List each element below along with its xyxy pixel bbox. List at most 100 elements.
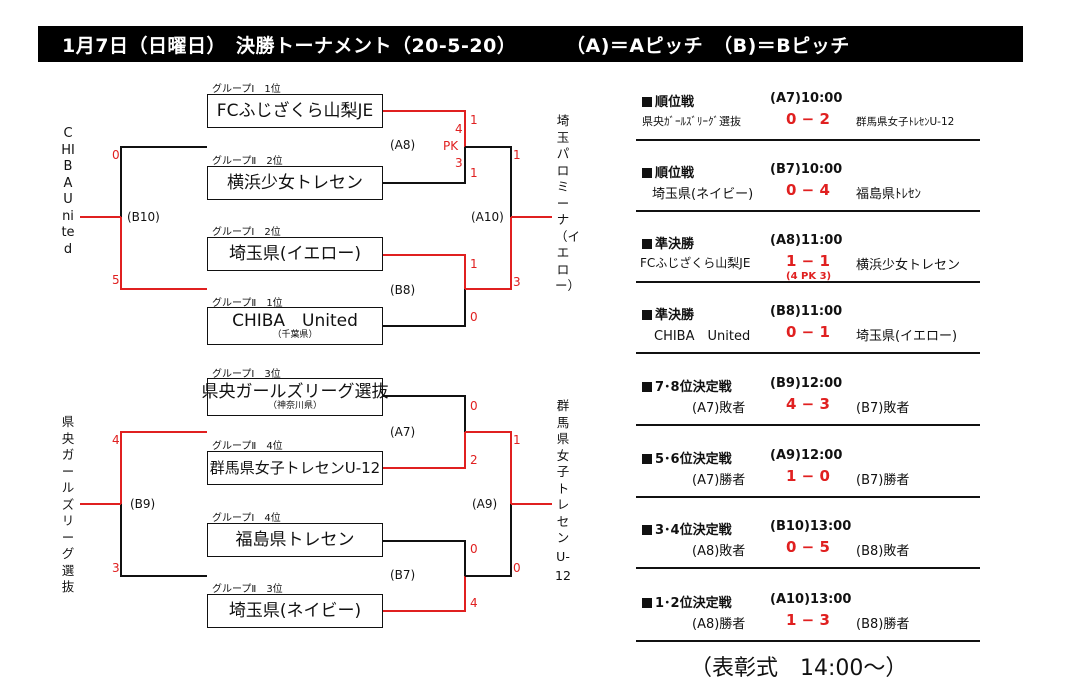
page-title: 1月7日（日曜日） 決勝トーナメント（20-5-20）	[62, 35, 517, 57]
line-b8-bottom	[383, 289, 466, 327]
score-a9-top: 1	[513, 433, 521, 447]
result-row: 準決勝 (B8)11:00 CHIBA United 0 − 1 埼玉県(イエロ…	[636, 304, 980, 354]
vertical-label-gunma: 群馬県女子トレセンU-12	[555, 398, 571, 585]
team-box-chiba-united: CHIBA United （千葉県）	[207, 307, 383, 345]
vertical-label-saitama-paromina: 埼玉パロミーナ（イエロー）	[555, 113, 581, 293]
score-b10-top: 0	[112, 148, 120, 162]
result-home: 県央ｶﾞｰﾙｽﾞﾘｰｸﾞ選抜	[642, 115, 741, 128]
pitch-legend: （A)＝Aピッチ （B)＝Bピッチ	[566, 35, 850, 57]
team-name: 福島県トレセン	[235, 529, 355, 550]
match-code-a7: (A7)	[390, 425, 416, 439]
score-b10-bottom: 5	[112, 273, 120, 287]
team-name: 群馬県女子トレセンU-12	[209, 458, 381, 477]
group-label: グループⅠ 3位	[212, 369, 281, 380]
result-row: 7･8位決定戦 (B9)12:00 (A7)敗者 4 − 3 (B7)敗者	[636, 376, 980, 426]
result-away: (B7)勝者	[856, 473, 910, 488]
result-away: (B8)勝者	[856, 617, 910, 632]
line-a10-bottom	[465, 217, 512, 290]
team-prefecture: （神奈川県）	[267, 401, 322, 412]
square-bullet-icon	[642, 598, 652, 608]
line-b7-bottom	[383, 576, 466, 612]
result-header: 3･4位決定戦	[642, 519, 732, 538]
vertical-label-kenou: 県央ガールズリーグ選抜	[61, 414, 75, 594]
line-b9-bottom	[120, 504, 207, 577]
score-a8-pk-label: PK	[443, 139, 459, 153]
team-box-saitama-yellow: 埼玉県(イエロー)	[207, 237, 383, 271]
team-name: 埼玉県(ネイビー)	[228, 600, 362, 621]
result-score: 1 − 1	[786, 252, 830, 270]
line-a8-bottom	[383, 147, 466, 184]
line-b7-top	[383, 540, 466, 576]
score-a10-top: 1	[513, 148, 521, 162]
title-bar: 1月7日（日曜日） 決勝トーナメント（20-5-20） （A)＝Aピッチ （B)…	[38, 26, 1023, 62]
group-label: グループⅡ 1位	[212, 298, 283, 309]
result-score: 0 − 5	[786, 538, 830, 556]
result-time: (A7)10:00	[770, 91, 843, 106]
result-time: (B7)10:00	[770, 162, 843, 177]
vertical-label-text: 群馬県女子トレセンU	[556, 398, 570, 564]
result-row: 順位戦 (A7)10:00 県央ｶﾞｰﾙｽﾞﾘｰｸﾞ選抜 0 − 2 群馬県女子…	[636, 91, 980, 141]
match-code-b7: (B7)	[390, 568, 416, 582]
team-name: CHIBA United	[232, 310, 358, 331]
line-a9-top	[465, 431, 512, 504]
score-a8-pk-bottom: 3	[455, 156, 463, 170]
vertical-label-text: CHIBA Unite	[61, 126, 75, 240]
result-away: 群馬県女子ﾄﾚｾﾝU-12	[856, 116, 955, 128]
score-a7-top: 0	[470, 399, 478, 413]
square-bullet-icon	[642, 97, 652, 107]
square-bullet-icon	[642, 168, 652, 178]
result-header: 順位戦	[642, 91, 694, 110]
result-away: 横浜少女トレセン	[856, 258, 961, 273]
match-code-a10: (A10)	[471, 210, 504, 224]
result-home: CHIBA United	[654, 329, 751, 344]
line-b10-bottom	[120, 217, 207, 290]
result-score: 1 − 0	[786, 467, 830, 485]
vertical-label-number: -12	[555, 548, 571, 583]
group-label: グループⅠ 1位	[212, 84, 281, 95]
team-prefecture: （千葉県）	[272, 330, 318, 341]
result-time: (B10)13:00	[770, 519, 852, 534]
ceremony-note: （表彰式 14:00〜）	[690, 656, 908, 681]
score-a8-top: 1	[470, 113, 478, 127]
score-a10-bottom: 3	[513, 275, 521, 289]
group-label: グループⅠ 4位	[212, 513, 281, 524]
team-name: 埼玉県(イエロー)	[228, 243, 362, 264]
group-label: グループⅡ 2位	[212, 156, 283, 167]
result-time: (A9)12:00	[770, 448, 843, 463]
match-code-a9: (A9)	[472, 497, 498, 511]
result-score: 4 − 3	[786, 395, 830, 413]
square-bullet-icon	[642, 382, 652, 392]
match-code-a8: (A8)	[390, 138, 416, 152]
score-b9-bottom: 3	[112, 561, 120, 575]
group-label: グループⅡ 4位	[212, 441, 283, 452]
team-box-yokohama: 横浜少女トレセン	[207, 166, 383, 200]
square-bullet-icon	[642, 525, 652, 535]
line-a7-top	[383, 395, 466, 432]
result-home: FCふじざくら山梨JE	[640, 256, 751, 270]
square-bullet-icon	[642, 239, 652, 249]
group-label: グループⅡ 3位	[212, 584, 283, 595]
result-away: (B8)敗者	[856, 544, 910, 559]
line-b10-top	[120, 146, 207, 217]
match-code-b10: (B10)	[127, 210, 160, 224]
result-score: 0 − 1	[786, 323, 830, 341]
square-bullet-icon	[642, 454, 652, 464]
team-box-fukushima: 福島県トレセン	[207, 523, 383, 557]
result-header: 1･2位決定戦	[642, 592, 732, 611]
result-row: 1･2位決定戦 (A10)13:00 (A8)勝者 1 − 3 (B8)勝者	[636, 592, 980, 642]
line-a10-top	[465, 146, 512, 217]
score-b7-top: 0	[470, 542, 478, 556]
result-score: 1 − 3	[786, 611, 830, 629]
result-home: (A7)勝者	[692, 473, 746, 488]
result-home: (A8)敗者	[692, 544, 746, 559]
result-row: 順位戦 (B7)10:00 埼玉県(ネイビー) 0 − 4 福島県ﾄﾚｾﾝ	[636, 162, 980, 212]
result-away: 福島県ﾄﾚｾﾝ	[856, 187, 922, 202]
result-time: (A8)11:00	[770, 233, 843, 248]
line-a9-bottom	[465, 504, 512, 577]
score-b8-top: 1	[470, 257, 478, 271]
group-label: グループⅠ 2位	[212, 227, 281, 238]
score-b7-bottom: 4	[470, 596, 478, 610]
vertical-label-text-end: d	[63, 241, 73, 257]
match-code-b9: (B9)	[130, 497, 156, 511]
